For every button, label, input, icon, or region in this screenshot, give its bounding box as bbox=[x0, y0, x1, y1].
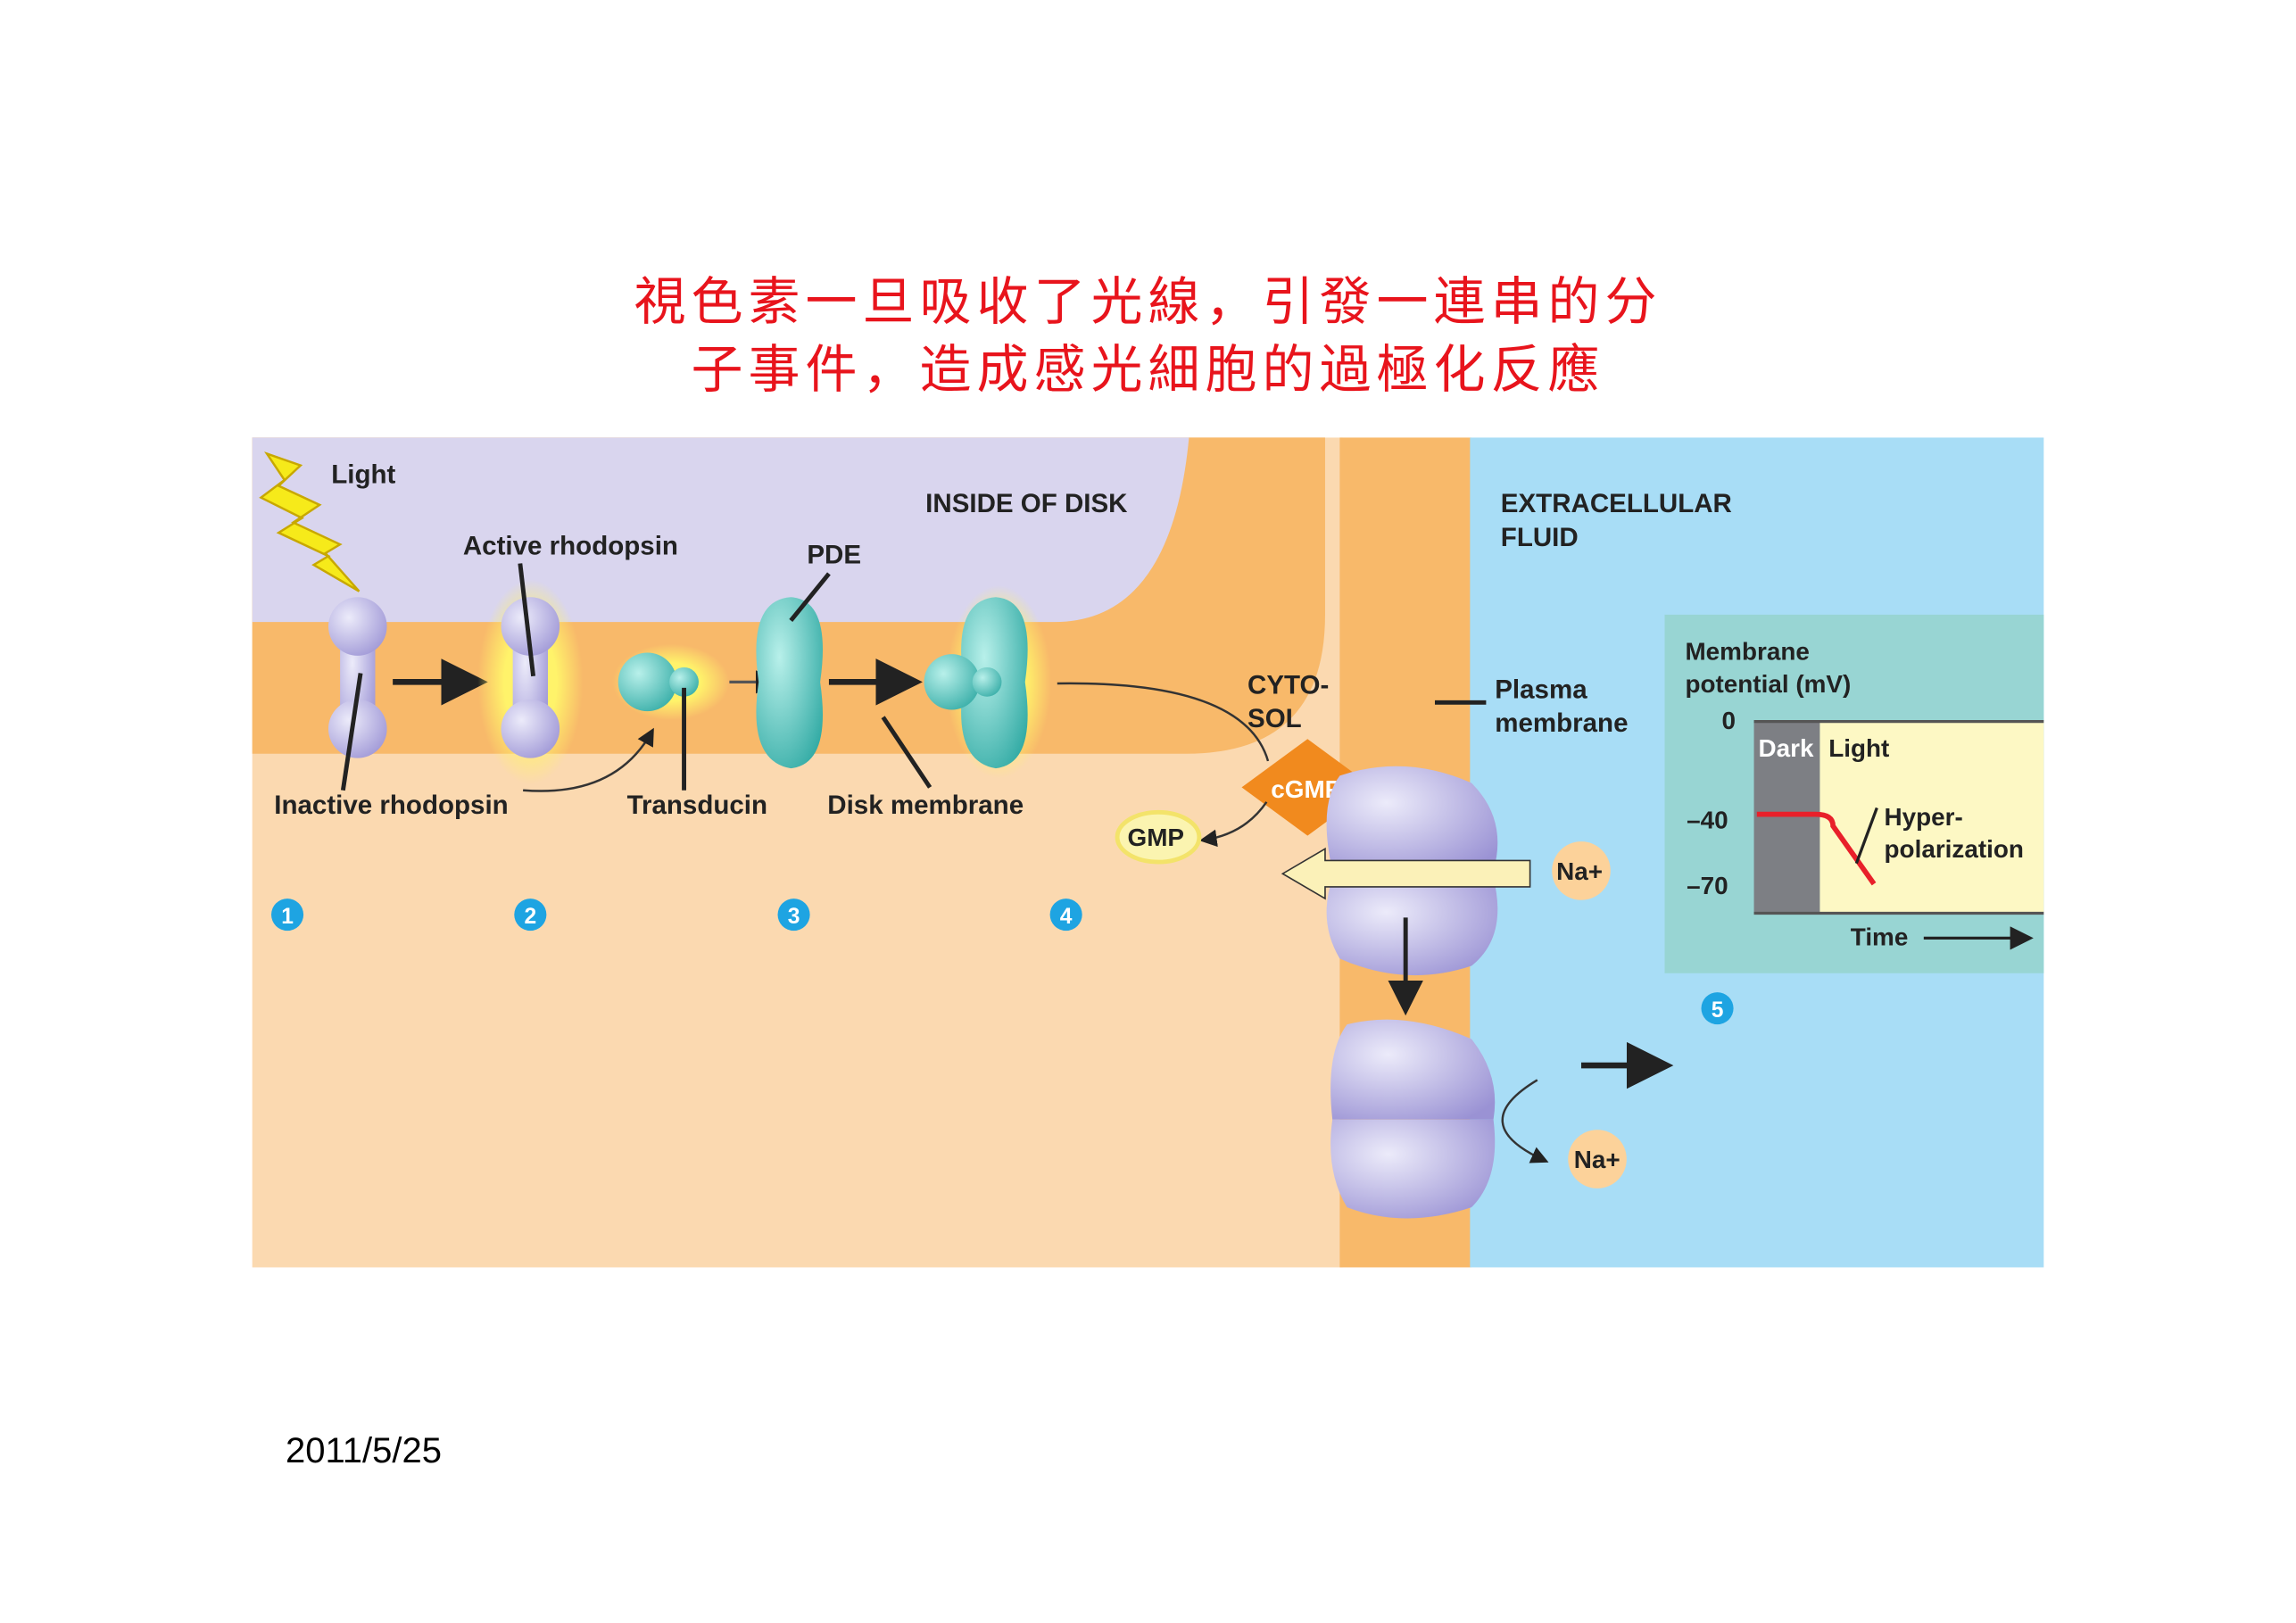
chart-xlabel: Time bbox=[1851, 923, 1909, 951]
dark-label: Dark bbox=[1758, 734, 1813, 762]
na-out-label: Na+ bbox=[1574, 1146, 1620, 1173]
svg-text:2: 2 bbox=[524, 905, 536, 929]
step-badge-5: 5 bbox=[1701, 992, 1734, 1025]
bound-transducin bbox=[924, 654, 1002, 710]
annotation-polarization: polarization bbox=[1885, 835, 2024, 863]
dark-region bbox=[1753, 721, 1820, 914]
membrane-potential-trace bbox=[1756, 811, 1877, 886]
sodium-channel-open bbox=[1326, 766, 1498, 976]
title-line-1: 視色素一旦吸收了光線，引發一連串的分 bbox=[634, 271, 1662, 332]
svg-text:4: 4 bbox=[1060, 905, 1073, 929]
plasma-membrane-label-1: Plasma bbox=[1495, 675, 1587, 704]
transducin-label: Transducin bbox=[627, 791, 767, 820]
slide-title: 視色素一旦吸收了光線，引發一連串的分 子事件，造成感光細胞的過極化反應 bbox=[0, 268, 2296, 403]
ytick-40: –40 bbox=[1687, 806, 1728, 833]
na-in-label: Na+ bbox=[1556, 857, 1603, 885]
extracellular-label-1: EXTRACELLULAR bbox=[1501, 489, 1732, 518]
svg-text:5: 5 bbox=[1712, 998, 1724, 1023]
light-region-label: Light bbox=[1828, 734, 1889, 762]
sodium-influx-arrow bbox=[1281, 847, 1531, 900]
title-line-2: 子事件，造成感光細胞的過極化反應 bbox=[691, 339, 1605, 400]
step-badge-2: 2 bbox=[514, 898, 547, 932]
inactive-rhodopsin bbox=[327, 597, 387, 758]
svg-text:1: 1 bbox=[281, 905, 294, 929]
light-label: Light bbox=[331, 460, 395, 489]
annotation-hyper: Hyper- bbox=[1885, 803, 1963, 831]
light-region bbox=[1819, 721, 2044, 914]
inside-of-disk-label: INSIDE OF DISK bbox=[925, 489, 1128, 518]
active-rhodopsin-label: Active rhodopsin bbox=[463, 532, 678, 561]
plasma-membrane-label-2: membrane bbox=[1495, 708, 1628, 738]
chart-ylabel-1: Membrane bbox=[1685, 638, 1809, 666]
cytosol-label-1: CYTO- bbox=[1247, 670, 1329, 700]
step-badge-1: 1 bbox=[271, 898, 304, 932]
extracellular-label-2: FLUID bbox=[1501, 523, 1579, 552]
inside-of-disk-region bbox=[252, 437, 1189, 623]
transducin bbox=[618, 652, 699, 712]
cytosol-label-2: SOL bbox=[1247, 704, 1302, 733]
gmp-label: GMP bbox=[1128, 824, 1185, 851]
inactive-rhodopsin-label: Inactive rhodopsin bbox=[274, 791, 508, 820]
sodium-channel-closed bbox=[1330, 1019, 1496, 1219]
svg-text:3: 3 bbox=[788, 905, 800, 929]
ytick-0: 0 bbox=[1721, 707, 1736, 734]
step-badge-4: 4 bbox=[1049, 898, 1082, 932]
chart-ylabel-2: potential (mV) bbox=[1685, 670, 1851, 698]
slide-date: 2011/5/25 bbox=[286, 1431, 442, 1470]
light-bolt-icon bbox=[259, 451, 361, 592]
pde-enzyme bbox=[756, 597, 824, 769]
disk-membrane-label: Disk membrane bbox=[827, 791, 1024, 820]
step-badge-3: 3 bbox=[777, 898, 810, 932]
pde-label: PDE bbox=[807, 540, 861, 569]
membrane-potential-chart: Membrane potential (mV) Dark Light 0 –40… bbox=[1664, 614, 2044, 973]
ytick-70: –70 bbox=[1687, 872, 1728, 899]
